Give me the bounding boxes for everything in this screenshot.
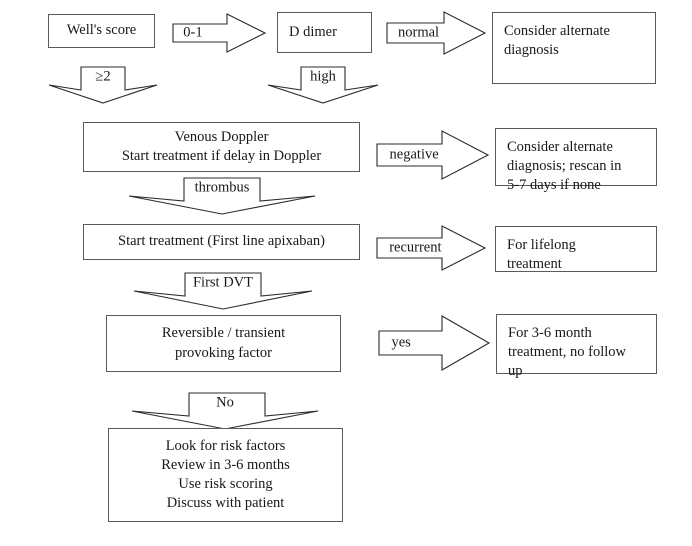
node-consider-alternate-diagnosis-line-1: Consider alternate: [504, 23, 610, 39]
arrow-high: high: [267, 66, 379, 104]
node-look-for-risk-factors-line-1: Look for risk factors: [165, 437, 286, 454]
node-look-for-risk-factors-line-4: Discuss with patient: [166, 495, 285, 512]
arrow-recurrent-label: recurrent: [389, 239, 442, 256]
node-look-for-risk-factors-line-3: Use risk scoring: [178, 476, 273, 492]
arrow-normal-label: normal: [398, 24, 440, 41]
node-for-3-6-month-line-3: up: [508, 363, 523, 380]
node-consider-alternate-diagnosis[interactable]: Consider alternate diagnosis: [492, 12, 656, 84]
arrow-yes-label: yes: [391, 334, 411, 351]
arrow-0-1-label: 0-1: [183, 24, 203, 41]
arrow-thrombus-label: thrombus: [194, 178, 250, 195]
node-consider-alternate-rescan-line-2: diagnosis; rescan in: [507, 158, 622, 175]
arrow-first-dvt-shape: [133, 272, 313, 310]
arrow-recurrent: recurrent: [376, 225, 487, 271]
node-d-dimer[interactable]: D dimer: [277, 12, 372, 53]
arrow-score-2-plus-shape: [48, 66, 158, 104]
node-consider-alternate-rescan[interactable]: Consider alternate diagnosis; rescan in …: [495, 128, 657, 193]
arrow-yes-shape: [378, 315, 491, 371]
node-reversible-transient-line-2: provoking factor: [174, 344, 273, 361]
node-consider-alternate-rescan-line-1: Consider alternate: [507, 139, 613, 155]
node-for-lifelong-treatment[interactable]: For lifelong treatment: [495, 226, 657, 272]
node-for-lifelong-treatment-line-2: treatment: [507, 256, 562, 273]
node-look-for-risk-factors-line-2: Review in 3-6 months: [161, 456, 290, 473]
arrow-high-label: high: [310, 67, 336, 84]
node-venous-doppler-line-2: Start treatment if delay in Doppler: [121, 148, 322, 164]
arrow-no: No: [131, 392, 319, 430]
arrow-yes: yes: [378, 315, 491, 371]
node-wells-score[interactable]: Well's score: [48, 14, 155, 48]
arrow-no-label: No: [216, 393, 234, 410]
arrow-high-shape: [267, 66, 379, 104]
node-consider-alternate-rescan-line-3: 5-7 days if none: [507, 177, 601, 194]
arrow-recurrent-shape: [376, 225, 487, 271]
node-consider-alternate-diagnosis-line-2: diagnosis: [504, 42, 559, 59]
arrow-normal: normal: [386, 11, 487, 55]
arrow-no-shape: [131, 392, 319, 430]
node-reversible-transient-provoking-factor[interactable]: Reversible / transient provoking factor: [106, 315, 341, 372]
node-start-treatment-apixaban[interactable]: Start treatment (First line apixaban): [83, 224, 360, 260]
node-for-3-6-month-treatment[interactable]: For 3-6 month treatment, no follow up: [496, 314, 657, 379]
arrow-score-2-plus-label: ≥2: [95, 67, 111, 84]
node-start-treatment-apixaban-line-1: Start treatment (First line apixaban): [118, 233, 325, 250]
node-d-dimer-line-1: D dimer: [289, 23, 337, 40]
node-for-lifelong-treatment-line-1: For lifelong: [507, 237, 576, 253]
node-reversible-transient-line-1: Reversible / transient: [161, 325, 286, 342]
node-look-for-risk-factors[interactable]: Look for risk factors Review in 3-6 mont…: [108, 428, 343, 522]
node-wells-score-line-1: Well's score: [66, 22, 137, 39]
arrow-thrombus-shape: [128, 177, 316, 215]
arrow-negative-label: negative: [389, 146, 439, 163]
arrow-first-dvt-label: First DVT: [192, 273, 254, 290]
arrow-0-1: 0-1: [172, 13, 267, 53]
node-venous-doppler-line-1: Venous Doppler: [174, 128, 269, 145]
arrow-negative-shape: [376, 130, 490, 180]
arrow-thrombus: thrombus: [128, 177, 316, 215]
arrow-0-1-shape: [172, 13, 267, 53]
arrow-first-dvt: First DVT: [133, 272, 313, 310]
arrow-score-2-plus: ≥2: [48, 66, 158, 104]
node-for-3-6-month-line-1: For 3-6 month: [508, 325, 592, 341]
arrow-normal-shape: [386, 11, 487, 55]
node-venous-doppler[interactable]: Venous Doppler Start treatment if delay …: [83, 122, 360, 172]
arrow-negative: negative: [376, 130, 490, 180]
node-for-3-6-month-line-2: treatment, no follow: [508, 344, 626, 361]
